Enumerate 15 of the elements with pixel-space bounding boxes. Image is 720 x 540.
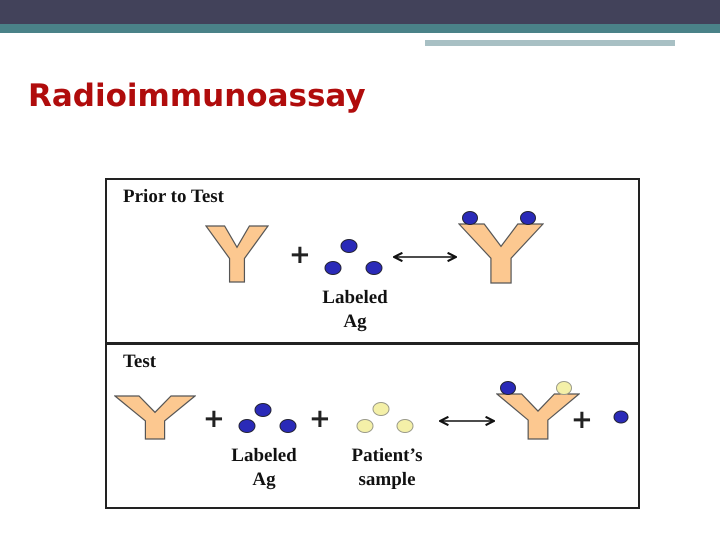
- slide-title: Radioimmunoassay: [28, 78, 366, 114]
- equilibrium-arrow: [438, 416, 496, 426]
- panel-box: [105, 343, 640, 509]
- antigen-label: Patient’s sample: [350, 444, 424, 492]
- panel-heading: Prior to Test: [123, 186, 224, 208]
- antibody-antigen-drawing: [458, 210, 544, 284]
- antigen-label: Labeled Ag: [230, 444, 298, 492]
- plus-sign: +: [203, 406, 225, 432]
- plus-sign: +: [571, 407, 593, 433]
- antigen-label: Labeled Ag: [321, 286, 389, 334]
- panel-box: [105, 178, 640, 344]
- plus-sign: +: [309, 406, 331, 432]
- plus-sign: +: [289, 242, 311, 268]
- panel-heading: Test: [123, 351, 156, 373]
- equilibrium-arrow: [392, 252, 458, 262]
